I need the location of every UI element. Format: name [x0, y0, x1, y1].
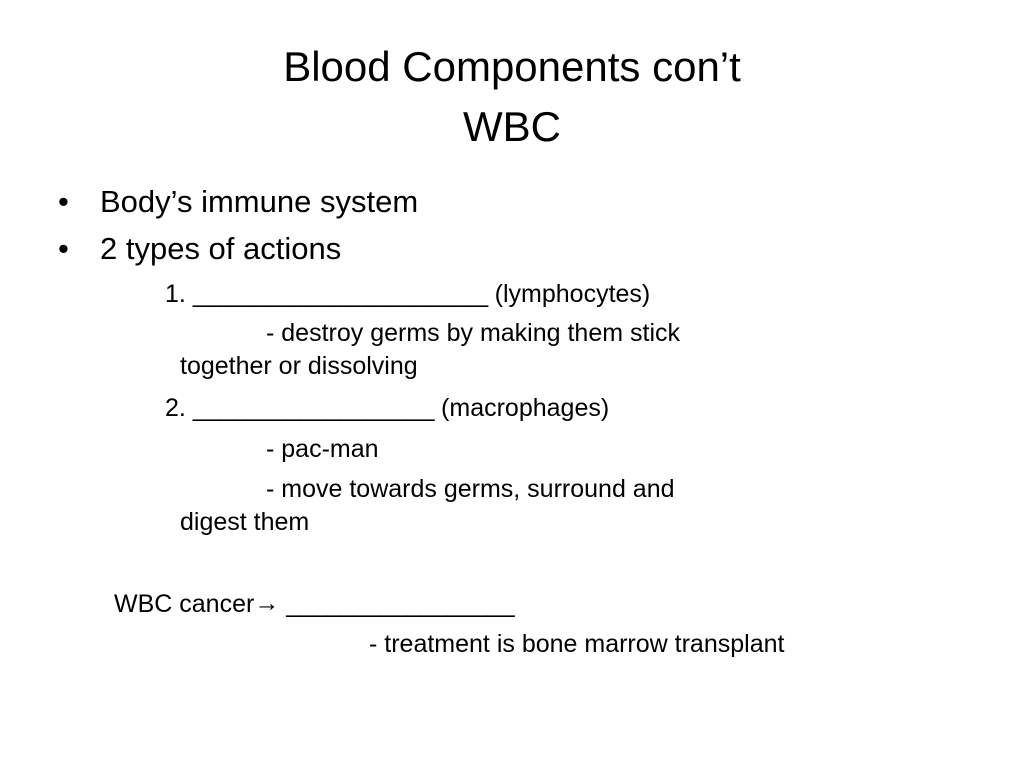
action-1-detail-line-2: together or dissolving	[180, 352, 418, 380]
bullet-item-types-of-actions: • 2 types of actions	[58, 233, 341, 264]
fill-in-blank: _________________	[286, 590, 515, 618]
bullet-marker: •	[58, 231, 69, 266]
fill-in-blank: __________________	[192, 394, 435, 422]
wbc-cancer-line: WBC cancer→ _________________	[114, 589, 515, 618]
action-label: (lymphocytes)	[494, 280, 651, 308]
bullet-text: Body’s immune system	[100, 184, 419, 219]
action-2-detail-line-2: digest them	[180, 508, 310, 536]
bullet-text: 2 types of actions	[100, 231, 342, 266]
action-item-1: 1. ______________________ (lymphocytes)	[165, 282, 650, 307]
wbc-cancer-treatment: - treatment is bone marrow transplant	[369, 630, 785, 658]
action-number: 2.	[165, 394, 186, 422]
wbc-cancer-label: WBC cancer	[114, 590, 255, 618]
right-arrow-icon: →	[254, 589, 280, 617]
action-label: (macrophages)	[441, 394, 610, 422]
bullet-marker: •	[58, 184, 69, 219]
action-number: 1.	[165, 280, 186, 308]
action-1-detail-line-1: - destroy germs by making them stick	[266, 319, 681, 347]
slide-title-line-1: Blood Components con’t	[283, 43, 741, 90]
action-2-detail-pac-man: - pac-man	[266, 435, 379, 463]
slide-title-line-2: WBC	[463, 103, 561, 150]
bullet-item-immune-system: • Body’s immune system	[58, 186, 418, 217]
fill-in-blank: ______________________	[192, 280, 488, 308]
action-2-detail-line-1: - move towards germs, surround and	[266, 475, 675, 503]
action-item-2: 2. __________________ (macrophages)	[165, 396, 609, 421]
